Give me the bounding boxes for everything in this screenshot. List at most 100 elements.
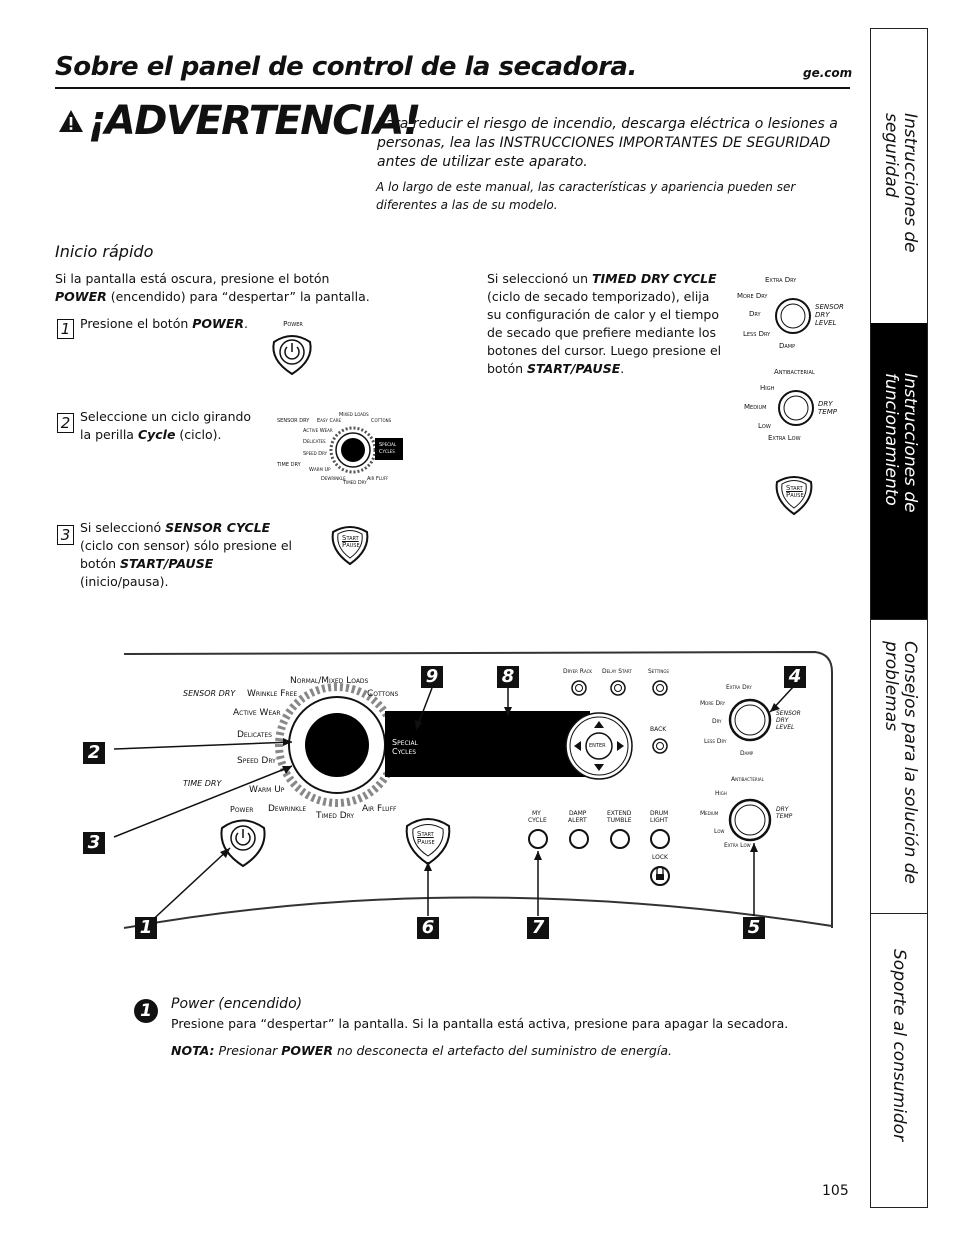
lbl-active-wear: Active Wear [233,708,281,718]
timed-start-button-illustration: Start Pause [772,470,816,516]
start-label: Start [342,534,359,542]
step-1-power-illustration: Power [268,320,318,380]
s-dry-temp-2: TEMP [818,408,837,416]
lbl-time-dry: TIME DRY [183,779,222,788]
k2-cottons: Cottons [371,418,392,424]
page-title: Sobre el panel de control de la secadora… [55,52,637,82]
lbl-pause: Pause [417,838,435,846]
lbl-extend: EXTEND [607,810,632,817]
site-url: ge.com [803,66,853,80]
lbl-dryer-rack: Dryer Rack [563,668,593,675]
s-dry-temp-1: DRY [818,400,833,408]
tab-consejos-problemas[interactable]: Consejos para la solución de problemas [871,619,927,914]
lbl-delay-start: Delay Start [602,668,632,675]
s-damp: Damp [779,342,796,350]
warning-heading: ¡ADVERTENCIA! [58,98,421,144]
page-number: 105 [822,1183,849,1199]
power-section-heading: Power (encendido) [171,996,303,1012]
warning-title: ¡ADVERTENCIA! [88,98,421,144]
lbl-light: LIGHT [650,817,668,824]
s-low: Low [758,422,771,430]
lbl-cottons: Cottons [367,689,399,699]
s-less-dry: Less Dry [743,330,771,338]
control-panel-diagram: 2 3 1 6 7 5 4 8 9 Normal/Mixed Loads SEN… [80,648,860,948]
callout-3: 3 [83,832,105,854]
s-high: High [760,384,775,392]
power-icon [272,335,312,376]
lbl-start: Start [417,830,434,838]
k2-mixed-loads: Mixed Loads [339,412,369,418]
k2-cycles: Cycles [379,449,395,455]
callout-2: 2 [83,742,105,764]
callout-1: 1 [135,917,157,939]
lbl-my: MY [532,810,541,817]
lbl-back: BACK [650,726,667,733]
lbl-warm-up: Warm Up [249,785,285,795]
step-3-text: Si seleccionó SENSOR CYCLE (ciclo con se… [80,520,293,589]
lbl-damp: DAMP [569,810,587,817]
lbl-extra-dry: Extra Dry [726,684,752,691]
s-sensor: SENSOR [815,303,844,311]
s-medium: Medium [744,403,767,411]
lbl-more-dry: More Dry [700,700,726,707]
pause-label-2: Pause [786,491,804,499]
quick-start-heading: Inicio rápido [55,242,154,261]
lbl-high: High [715,790,727,797]
lbl-power: Power [230,805,254,814]
dry-level-knob-icon [775,298,811,334]
dry-temp-knob-icon [778,390,814,426]
step-2-cycle-knob-illustration: SENSOR DRY Easy Care Mixed Loads Cottons… [275,412,415,492]
callout-7: 7 [527,917,549,939]
step-2-number: 2 [57,413,74,433]
tab-instrucciones-funcionamiento[interactable]: Instrucciones de funcionamiento [871,323,927,620]
dry-temp-knob-illustration: Antibacterial High Medium Low Extra Low … [738,368,858,448]
lbl-less-dry: Less Dry [704,738,727,745]
lbl-dry: Dry [712,718,722,725]
lbl-antibacterial: Antibacterial [731,776,764,783]
lbl-low: Low [714,828,725,835]
s-sensor-dry: DRY [815,311,830,319]
callout-6: 6 [417,917,439,939]
callout-9: 9 [421,666,443,688]
lbl-settings: Settings [648,668,669,675]
start-pause-icon-2 [775,476,813,516]
k2-warm-up: Warm Up [309,467,331,473]
lbl-normal-mixed: Normal/Mixed Loads [290,676,369,686]
dry-level-knob-illustration: Extra Dry More Dry Dry Less Dry Damp SEN… [735,276,855,356]
tab-label-consejos: Consejos para la solución de problemas [881,641,920,884]
tab-label-soporte: Soporte al consumidor [889,949,909,1142]
k2-dewrinkle: Dewrinkle [321,476,346,482]
lbl-lock: LOCK [652,854,668,861]
k2-easy-care: Easy Care [317,418,342,424]
lbl-drum: DRUM [650,810,669,817]
warning-text: Para reducir el riesgo de incendio, desc… [377,116,838,170]
lbl-sensor-dry-2: DRY [776,717,789,724]
cycle-knob-icon [329,426,403,474]
step-1-text: Presione el botón POWER. [80,316,248,331]
lbl-sensor-dry: SENSOR DRY [183,689,236,698]
quick-start-intro: Si la pantalla está oscura, presione el … [55,271,370,304]
tab-instrucciones-seguridad[interactable]: Instrucciones de seguridad [871,29,927,324]
k2-speed-dry: Speed Dry [303,451,328,457]
panel-outline [113,650,833,929]
lbl-medium: Medium [700,810,719,817]
tab-soporte-consumidor[interactable]: Soporte al consumidor [871,913,927,1205]
power-section-note: NOTA: Presionar POWER no desconecta el a… [171,1043,672,1058]
start-label-2: Start [786,484,803,492]
lbl-dewrinkle: Dewrinkle [268,804,307,814]
s-dry: Dry [749,310,761,318]
lbl-delicates: Delicates [237,730,272,740]
lbl-wrinkle-free: Wrinkle Free [247,689,298,699]
lbl-sensor: SENSOR [776,710,801,717]
warning-triangle-icon [59,110,83,132]
lbl-dry-temp-2: TEMP [776,813,793,820]
s-extra-dry: Extra Dry [765,276,797,284]
power-label: Power [283,320,303,328]
lbl-timed-dry: Timed Dry [316,811,355,821]
lbl-enter: ENTER [589,743,606,749]
callout-4: 4 [784,666,806,688]
step-3-start-button-illustration: Start Pause [328,520,372,566]
lbl-speed-dry: Speed Dry [237,756,276,766]
callout-8: 8 [497,666,519,688]
k2-air-fluff: Air Fluff [367,476,389,482]
